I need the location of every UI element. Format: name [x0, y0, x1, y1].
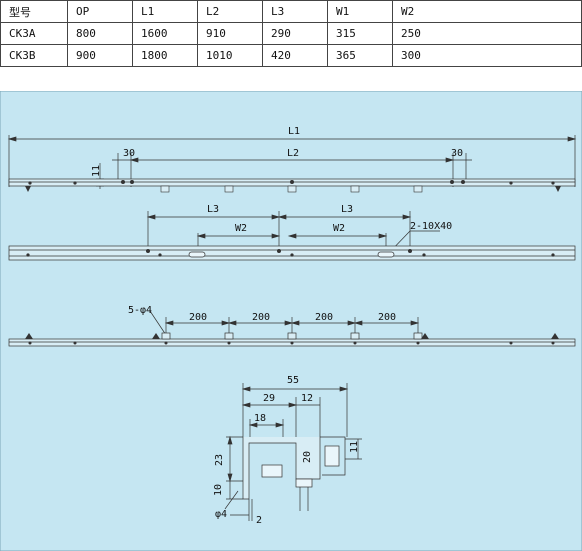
cell-l3: 290: [262, 22, 328, 45]
technical-drawing: L1 L2 30 30 11: [0, 91, 582, 551]
cell-l1: 1800: [132, 44, 198, 67]
dim-w2-right: W2: [333, 223, 345, 234]
cell-l2: 1010: [197, 44, 263, 67]
dim-30-right: 30: [451, 148, 463, 159]
dim-18: 18: [254, 413, 266, 424]
spec-row-ck3a: CK3A 800 1600 910 290 315 250: [0, 22, 582, 45]
dim-200-3: 200: [315, 312, 333, 323]
cell-l3: 420: [262, 44, 328, 67]
dim-11-section: 11: [349, 441, 360, 453]
col-l3-header: L3: [262, 0, 328, 23]
dim-l1: L1: [288, 126, 300, 137]
dim-20: 20: [302, 451, 313, 463]
dim-phi4: φ4: [215, 509, 227, 520]
slot-note: 2-10X40: [410, 221, 452, 232]
cell-l2: 910: [197, 22, 263, 45]
spec-header-row: 型号 OP L1 L2 L3 W1 W2: [0, 0, 582, 23]
dim-l2: L2: [287, 148, 299, 159]
cell-model: CK3A: [0, 22, 68, 45]
dim-55: 55: [287, 375, 299, 386]
spec-row-ck3b: CK3B 900 1800 1010 420 365 300: [0, 44, 582, 67]
cell-w2: 250: [392, 22, 582, 45]
holes-note: 5-φ4: [128, 305, 152, 316]
drawing-background: [0, 91, 582, 551]
view-slotted-rail-marks: [26, 249, 555, 257]
col-w2-header: W2: [392, 0, 582, 23]
cell-op: 800: [67, 22, 133, 45]
dim-200-1: 200: [189, 312, 207, 323]
dim-200-2: 200: [252, 312, 270, 323]
col-op-header: OP: [67, 0, 133, 23]
spec-table: 型号 OP L1 L2 L3 W1 W2 CK3A 800 1600 910 2…: [0, 0, 582, 67]
dim-30-left: 30: [123, 148, 135, 159]
dim-l3-right: L3: [341, 204, 353, 215]
cell-w2: 300: [392, 44, 582, 67]
col-l1-header: L1: [132, 0, 198, 23]
view-hole-rail-marks: [25, 333, 559, 345]
dim-12: 12: [301, 393, 313, 404]
dim-2: 2: [256, 515, 262, 526]
cell-model: CK3B: [0, 44, 68, 67]
col-l2-header: L2: [197, 0, 263, 23]
dim-11: 11: [91, 165, 102, 177]
dim-23: 23: [214, 454, 225, 466]
dim-l3-left: L3: [207, 204, 219, 215]
cell-l1: 1600: [132, 22, 198, 45]
cross-section: [224, 383, 362, 521]
cell-w1: 315: [327, 22, 393, 45]
dim-29: 29: [263, 393, 275, 404]
drawing-canvas: L1 L2 30 30 11: [0, 91, 582, 551]
col-w1-header: W1: [327, 0, 393, 23]
dim-10: 10: [213, 484, 224, 496]
dim-200-4: 200: [378, 312, 396, 323]
cell-w1: 365: [327, 44, 393, 67]
cell-op: 900: [67, 44, 133, 67]
dim-w2-left: W2: [235, 223, 247, 234]
col-model-header: 型号: [0, 0, 68, 23]
view-top-rail-marks: [25, 180, 561, 193]
